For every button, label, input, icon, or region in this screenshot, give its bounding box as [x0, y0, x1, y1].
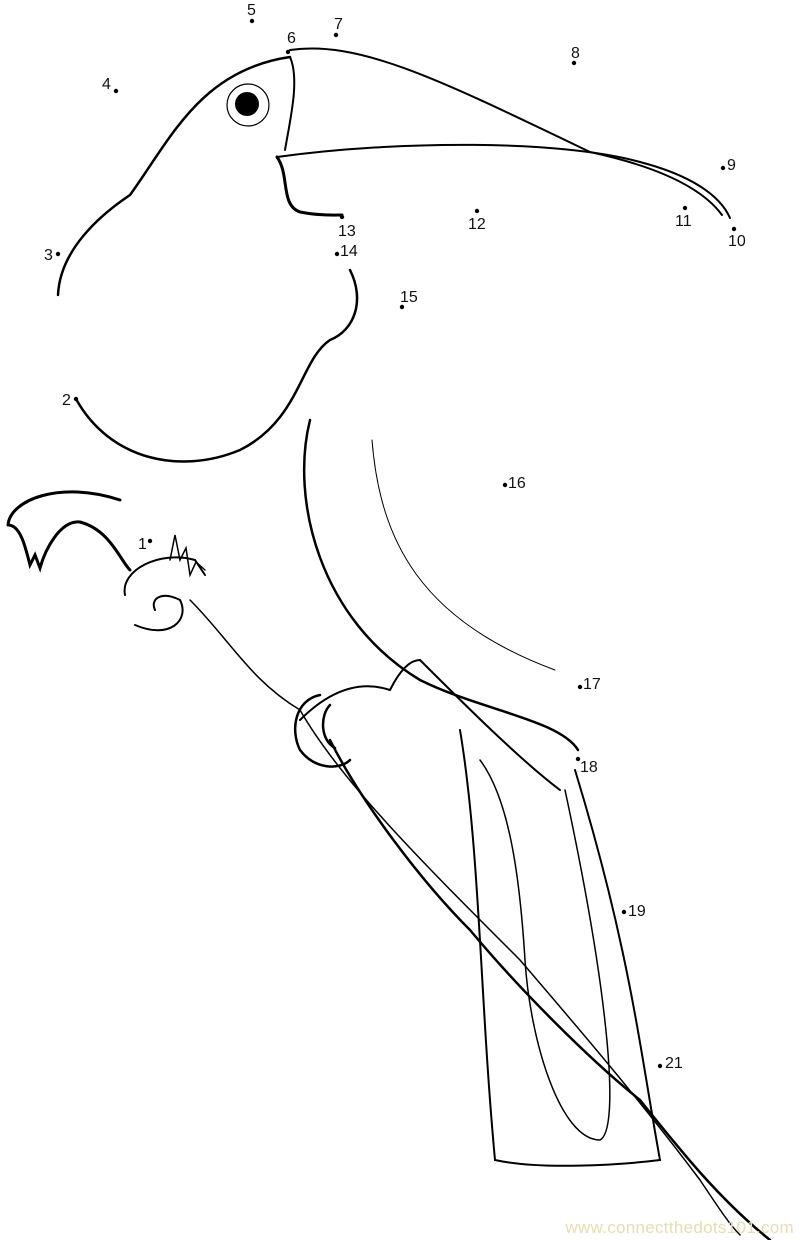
dot-2	[73, 396, 79, 402]
dot-label-21: 21	[665, 1055, 683, 1072]
dot-label-3: 3	[44, 247, 53, 264]
dot-18	[575, 756, 581, 762]
dot-label-1: 1	[138, 536, 147, 553]
dot-19	[621, 909, 627, 915]
dot-label-19: 19	[628, 903, 646, 920]
dot-12	[474, 208, 480, 214]
dot-label-7: 7	[334, 16, 343, 33]
dot-4	[113, 88, 119, 94]
head-outline	[56, 55, 292, 297]
tail-inner	[479, 759, 611, 1141]
dot-label-11: 11	[675, 213, 692, 230]
branch-stick-2	[328, 738, 772, 1240]
website-watermark: www.connectthedots101.com	[565, 1218, 794, 1237]
dot-5	[249, 18, 255, 24]
dot-7	[333, 32, 339, 38]
dot-6	[285, 49, 291, 55]
dot-label-15: 15	[400, 289, 418, 306]
beak-bottom	[276, 143, 731, 219]
dot-9	[720, 165, 726, 171]
foot	[293, 693, 352, 768]
dot-label-4: 4	[102, 76, 111, 93]
branch	[6, 490, 132, 573]
dot-21	[657, 1063, 663, 1069]
dot-17	[577, 684, 583, 690]
dot-8	[571, 60, 577, 66]
dot-1	[147, 538, 153, 544]
dot-15	[399, 304, 405, 310]
dot-label-17: 17	[583, 676, 601, 693]
dot-label-9: 9	[727, 157, 736, 174]
eye-ring	[226, 83, 270, 127]
beak-top	[284, 47, 723, 216]
wing	[299, 658, 561, 791]
dot-label-18: 18	[580, 759, 598, 776]
dot-label-16: 16	[508, 475, 526, 492]
dot-label-13: 13	[338, 223, 356, 240]
dot-14	[334, 251, 340, 257]
tail	[459, 729, 662, 1167]
dot-label-6: 6	[287, 30, 296, 47]
bib	[74, 268, 359, 463]
branch-jagged	[169, 534, 206, 578]
branch-stick	[189, 599, 741, 1236]
dot-label-10: 10	[728, 233, 746, 250]
body-inner	[371, 439, 556, 671]
dot-label-12: 12	[468, 216, 486, 233]
eye-pupil	[235, 92, 259, 116]
dot-label-8: 8	[571, 45, 580, 62]
dot-label-14: 14	[340, 243, 358, 260]
dot-13	[339, 214, 345, 220]
throat	[275, 155, 344, 217]
dot-11	[682, 205, 688, 211]
body-front	[303, 418, 580, 752]
dot-16	[502, 482, 508, 488]
dot-3	[55, 251, 61, 257]
branch-knot	[123, 556, 206, 632]
dot-10	[731, 226, 737, 232]
dot-label-2: 2	[62, 392, 71, 409]
dot-label-5: 5	[247, 2, 256, 19]
